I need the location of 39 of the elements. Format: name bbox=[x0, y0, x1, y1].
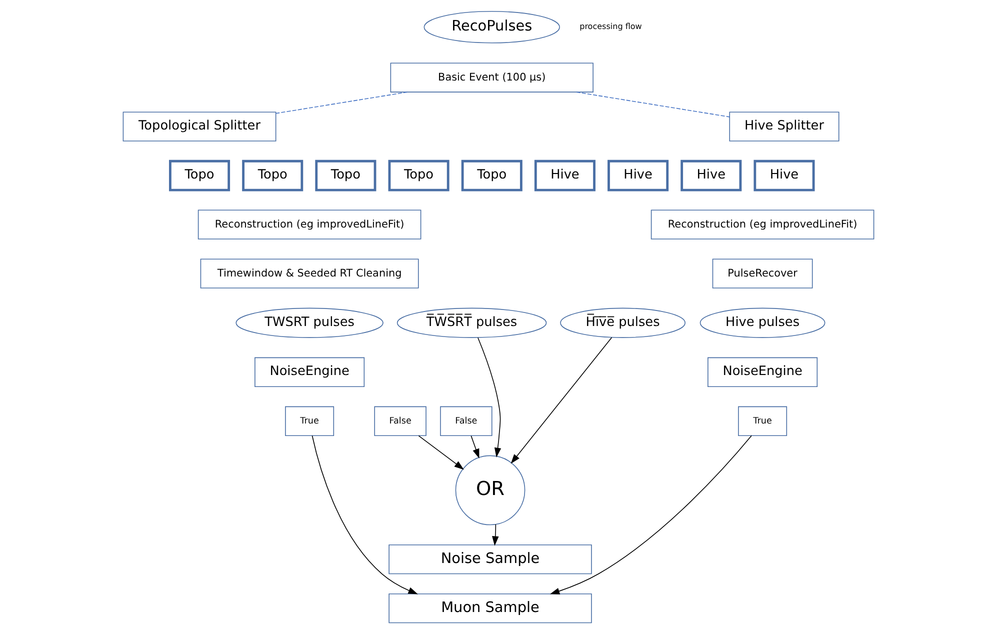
node-ellipse: H̅i̅v̅e̅ pulses bbox=[560, 308, 685, 338]
node-box: Muon Sample bbox=[388, 593, 592, 624]
node-ellipse: T̅W̅S̅R̅T̅ pulses bbox=[396, 308, 546, 338]
node-box: PulseRecover bbox=[712, 258, 812, 288]
arrow bbox=[477, 337, 501, 458]
connector bbox=[275, 92, 408, 114]
node-box: Topo bbox=[242, 160, 303, 192]
node-box: Noise Sample bbox=[388, 544, 592, 574]
node-box: Basic Event (100 µs) bbox=[390, 62, 593, 92]
node-box: NoiseEngine bbox=[254, 357, 364, 388]
node-box: True bbox=[738, 406, 787, 436]
node-box: Hive Splitter bbox=[728, 112, 839, 142]
connector bbox=[576, 92, 730, 118]
node-box: False bbox=[440, 406, 492, 436]
node-ellipse: RecoPulses bbox=[423, 11, 560, 44]
node-box: Hive bbox=[680, 160, 742, 192]
node-box: True bbox=[284, 406, 334, 436]
node-box: Topological Splitter bbox=[122, 112, 276, 142]
node-box: Hive bbox=[753, 160, 814, 192]
node-ellipse: TWSRT pulses bbox=[235, 308, 383, 338]
node-box: Topo bbox=[314, 160, 376, 192]
node-box: Timewindow & Seeded RT Cleaning bbox=[200, 258, 418, 288]
node-box: Reconstruction (eg improvedLineFit) bbox=[197, 210, 421, 240]
node-box: Topo bbox=[460, 160, 522, 192]
arrow bbox=[492, 524, 498, 546]
node-box: Hive bbox=[607, 160, 668, 192]
label: processing flow bbox=[579, 22, 642, 32]
node-box: False bbox=[374, 406, 426, 436]
arrow bbox=[418, 435, 464, 470]
node-box: Topo bbox=[168, 160, 230, 192]
node-box: NoiseEngine bbox=[707, 357, 818, 388]
node-box: Reconstruction (eg improvedLineFit) bbox=[650, 210, 874, 240]
node-ellipse: Hive pulses bbox=[699, 308, 825, 338]
arrow bbox=[311, 435, 418, 594]
node-box: Hive bbox=[534, 160, 595, 192]
arrow bbox=[470, 436, 479, 459]
arrow bbox=[549, 435, 752, 594]
arrow bbox=[510, 337, 612, 464]
node-box: Topo bbox=[388, 160, 449, 192]
